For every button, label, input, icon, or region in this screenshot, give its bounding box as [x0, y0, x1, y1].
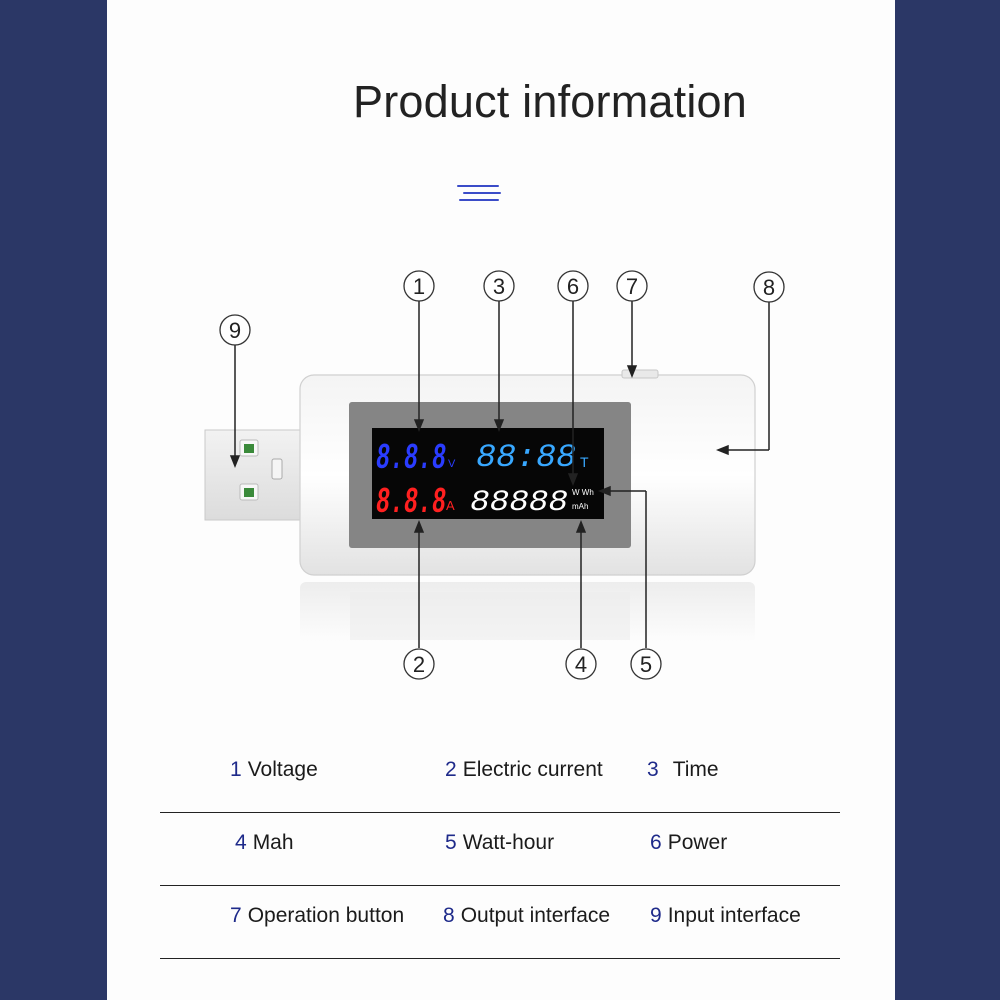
current-reading: 8.8.8	[376, 482, 446, 523]
legend-label: Electric current	[462, 758, 603, 781]
display-panel	[372, 428, 604, 519]
voltage-unit: V	[448, 458, 456, 470]
energy-reading: 88888	[470, 486, 568, 520]
legend-number: 6	[650, 831, 662, 854]
legend-number: 7	[230, 904, 242, 927]
svg-text:5: 5	[640, 652, 652, 677]
callout-3: 3	[483, 270, 515, 302]
legend-number: 2	[445, 758, 457, 781]
right-border-band	[895, 0, 1000, 1000]
legend-number: 3	[647, 758, 659, 781]
legend-label: Voltage	[247, 758, 318, 781]
usb-plug	[204, 429, 311, 521]
svg-text:1: 1	[413, 274, 425, 299]
legend-number: 5	[445, 831, 457, 854]
callout-1: 1	[403, 270, 435, 302]
current-unit: A	[446, 498, 455, 513]
legend-number: 8	[443, 904, 455, 927]
leader-lines	[229, 301, 770, 648]
operation-button	[621, 369, 659, 379]
callout-7: 7	[616, 270, 648, 302]
menu-lines-icon	[457, 185, 501, 206]
callout-6: 6	[557, 270, 589, 302]
left-border-band	[0, 0, 107, 1000]
legend-label: Watt-hour	[462, 831, 555, 854]
callout-2: 2	[403, 648, 435, 680]
svg-text:8: 8	[763, 275, 775, 300]
legend-label: Mah	[252, 831, 294, 854]
time-unit: T	[580, 454, 589, 470]
svg-text:7: 7	[626, 274, 638, 299]
svg-text:9: 9	[229, 318, 241, 343]
svg-text:3: 3	[493, 274, 505, 299]
callout-9: 9	[219, 314, 251, 346]
legend-label: Operation button	[247, 904, 405, 927]
legend-number: 4	[235, 831, 247, 854]
callout-5: 5	[630, 648, 662, 680]
legend-label: Input interface	[667, 904, 801, 927]
svg-text:4: 4	[575, 652, 587, 677]
callout-8: 8	[753, 271, 785, 303]
svg-text:6: 6	[567, 274, 579, 299]
legend-label: Time	[672, 758, 719, 781]
page-title: Product information	[353, 76, 747, 127]
callout-4: 4	[565, 648, 597, 680]
time-reading: 88:88	[476, 439, 576, 476]
usb-meter-illustration: 8.8.8 V 8.8.8 A 88:88 T 88888 W Wh mAh	[204, 270, 785, 680]
energy-unit-top: W Wh	[572, 488, 594, 497]
legend-number: 1	[230, 758, 242, 781]
legend-item: 3 Time	[647, 758, 719, 782]
svg-text:2: 2	[413, 652, 425, 677]
legend-label: Output interface	[460, 904, 611, 927]
voltage-reading: 8.8.8	[376, 438, 446, 479]
legend-number: 9	[650, 904, 662, 927]
legend-label: Power	[667, 831, 728, 854]
screen-reflection	[350, 592, 630, 640]
energy-unit-bottom: mAh	[572, 502, 588, 511]
